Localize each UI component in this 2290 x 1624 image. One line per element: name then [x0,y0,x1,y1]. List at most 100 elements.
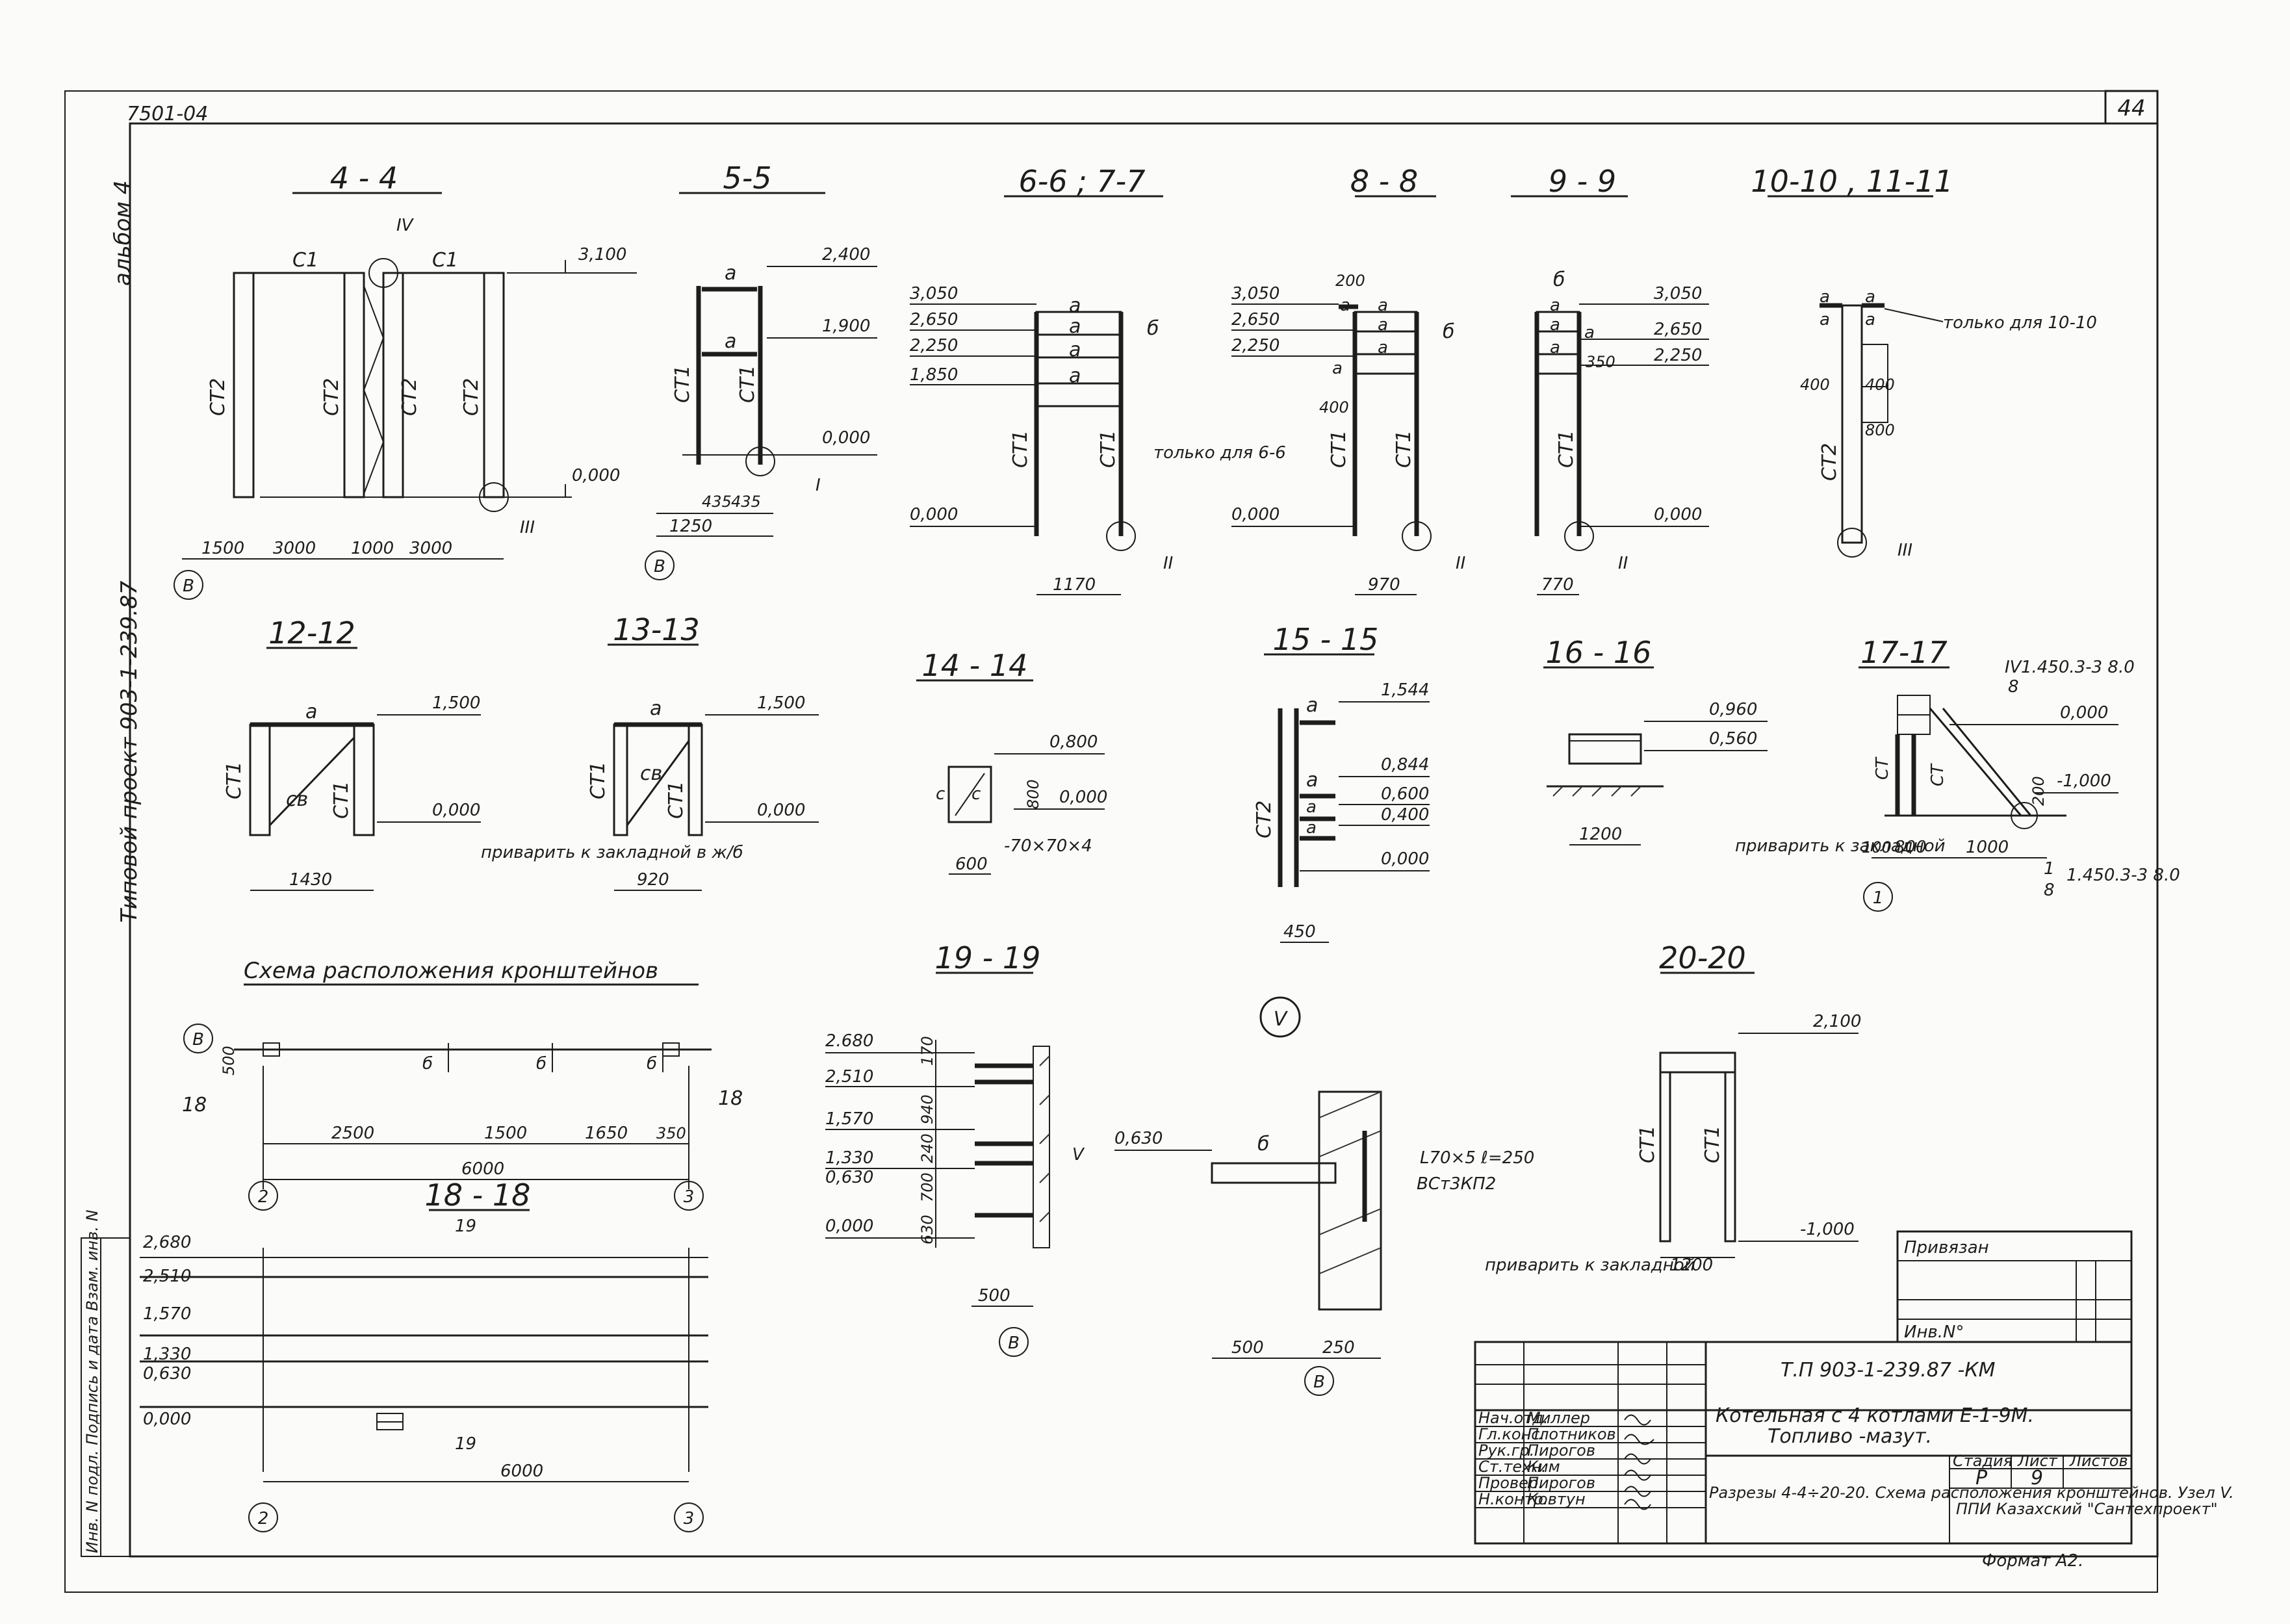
svg-text:Провер.: Провер. [1478,1474,1543,1492]
svg-text:а: а [1069,339,1081,361]
svg-text:8 - 8: 8 - 8 [1350,164,1418,199]
svg-text:1250: 1250 [669,517,712,536]
svg-text:а: а [1865,287,1875,307]
svg-text:а: а [1069,294,1081,317]
svg-text:100: 100 [1862,838,1892,857]
section-5-5: 5-5 а а СТ1 СТ1 2,400 1,900 0,000 I 435 … [645,161,877,580]
svg-text:18: 18 [718,1087,743,1110]
svg-text:СТ2: СТ2 [207,378,229,416]
scheme-title: Схема расположения кронштейнов [244,958,658,984]
svg-text:435: 435 [731,493,761,511]
svg-text:14 - 14: 14 - 14 [922,648,1028,683]
svg-text:2,650: 2,650 [1654,320,1702,339]
svg-text:600: 600 [955,855,988,874]
svg-text:1: 1 [1873,888,1884,908]
svg-text:1170: 1170 [1053,575,1096,595]
svg-text:а: а [1340,296,1350,315]
svg-text:а: а [1378,296,1388,315]
svg-text:а: а [1306,769,1318,792]
svg-text:170: 170 [918,1036,936,1066]
svg-text:а: а [1378,315,1388,335]
svg-text:2,400: 2,400 [822,245,870,264]
svg-text:а: а [1306,818,1317,838]
svg-text:1200: 1200 [1579,825,1622,844]
svg-text:Ст.техн.: Ст.техн. [1478,1458,1547,1476]
section-4-4: 4 - 4 С1 С1 СТ2 СТ2 СТ2 СТ2 IV 3,100 0,0… [174,161,637,600]
svg-text:1650: 1650 [585,1124,628,1143]
svg-text:2,100: 2,100 [1813,1012,1861,1031]
svg-text:а: а [1550,315,1560,335]
svg-text:0,000: 0,000 [1059,788,1107,807]
svg-text:940: 940 [918,1094,936,1124]
svg-text:Инв.N°: Инв.N° [1904,1322,1964,1342]
object-name: Котельная с 4 котлами Е-1-9М. [1716,1404,2034,1427]
svg-text:0,000: 0,000 [2060,703,2108,723]
section-6-6-7-7: 6-6 ; 7-7 а а а а б только для 6-6 СТ1 С… [910,164,1286,595]
svg-text:0,560: 0,560 [1709,729,1757,749]
svg-text:а: а [1550,338,1560,357]
project-label: Типовой проект 903-1-239.87 [116,580,142,923]
sheet-title: Разрезы 4-4÷20-20. Схема расположения кр… [1709,1484,2234,1502]
svg-text:а: а [305,701,317,723]
svg-text:Рук.гр.: Рук.гр. [1478,1441,1534,1460]
svg-text:450: 450 [1283,922,1316,942]
svg-text:св: св [640,762,662,785]
svg-text:18 - 18: 18 - 18 [425,1178,531,1213]
svg-text:б: б [422,1054,433,1074]
section-12-12: 12-12 а св СТ1 СТ1 1,500 0,000 1430 [223,615,481,891]
svg-text:СТ1: СТ1 [223,762,246,799]
svg-text:С1: С1 [432,249,458,272]
svg-text:СТ1: СТ1 [671,365,694,403]
section-16-16: 16 - 16 0,960 0,560 1200 [1543,635,1768,845]
svg-text:ВСт3КП2: ВСт3КП2 [1417,1174,1496,1194]
svg-text:500: 500 [978,1286,1010,1306]
svg-text:-1,000: -1,000 [1800,1220,1855,1239]
svg-text:а: а [1306,694,1318,717]
organization: ППИ Казахский "Сантехпроект" [1956,1500,2218,1518]
svg-text:20-20: 20-20 [1659,940,1746,975]
svg-text:0,800: 0,800 [1049,732,1098,752]
svg-text:16 - 16: 16 - 16 [1546,635,1652,670]
svg-text:3000: 3000 [409,539,452,558]
svg-text:0,400: 0,400 [1381,805,1429,825]
svg-text:Р: Р [1975,1467,1988,1489]
svg-text:0,000: 0,000 [757,801,805,820]
inner-frame [129,122,2159,1558]
svg-text:800: 800 [1894,838,1927,857]
fuel: Топливо -мазут. [1768,1425,1932,1448]
svg-text:3: 3 [684,1187,695,1207]
svg-text:СТ1: СТ1 [1097,430,1120,468]
svg-text:350: 350 [656,1124,686,1142]
svg-text:400: 400 [1865,376,1895,394]
svg-text:Ким: Ким [1527,1458,1560,1476]
svg-text:1500: 1500 [484,1124,527,1143]
svg-text:9 - 9: 9 - 9 [1549,164,1616,199]
svg-text:только для 10-10: только для 10-10 [1943,313,2097,333]
svg-text:700: 700 [918,1172,936,1202]
svg-text:а: а [1584,323,1595,342]
section-10-10-11-11: 10-10 , 11-11 а а а а только для 10-10 4… [1751,164,2097,560]
svg-text:2,250: 2,250 [910,336,958,355]
node-V: V б 0,630 L70×5 ℓ=250 ВСт3КП2 500 250 В [1114,996,1534,1396]
svg-text:350: 350 [1586,353,1615,371]
svg-text:1,570: 1,570 [143,1304,191,1324]
svg-text:770: 770 [1541,575,1574,595]
svg-text:1200: 1200 [1670,1256,1713,1275]
svg-text:а: а [1550,296,1560,315]
svg-text:В: В [192,1030,204,1050]
svg-text:3,050: 3,050 [1654,284,1702,303]
svg-text:435: 435 [702,493,732,511]
svg-text:СТ1: СТ1 [587,762,610,799]
weld-note-wb: приварить к закладной в ж/б [481,843,743,862]
svg-text:I: I [816,476,821,495]
svg-text:а: а [1069,315,1081,338]
svg-text:2,250: 2,250 [1654,346,1702,365]
svg-text:а: а [650,697,662,720]
svg-text:2,650: 2,650 [1231,310,1280,329]
svg-text:II: II [1163,554,1173,573]
svg-text:0,630: 0,630 [143,1364,191,1384]
svg-text:СТ2: СТ2 [460,378,483,416]
svg-text:13-13: 13-13 [613,612,700,647]
svg-text:1,330: 1,330 [143,1345,191,1364]
